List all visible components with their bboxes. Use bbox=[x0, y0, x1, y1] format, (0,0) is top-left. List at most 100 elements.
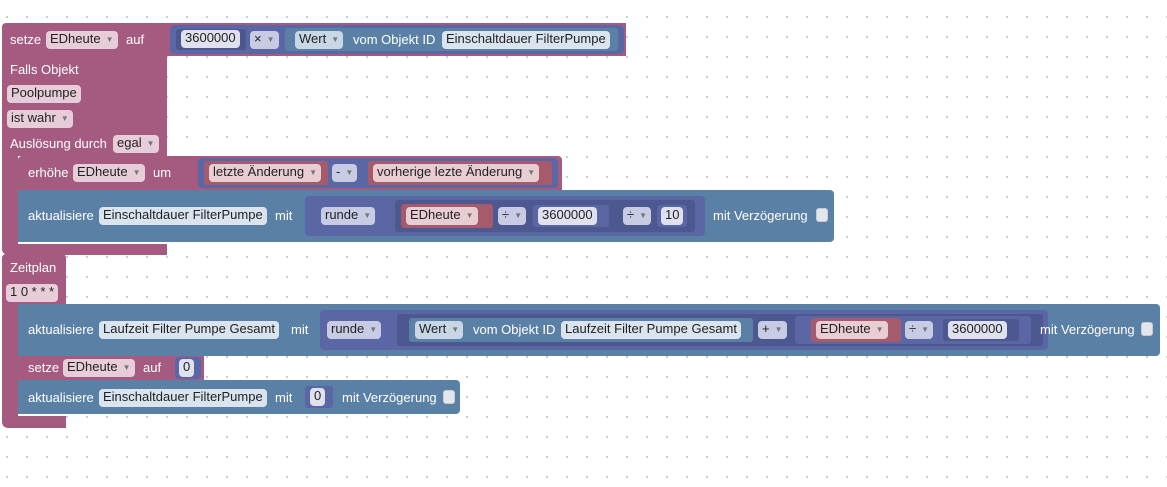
delay-checkbox[interactable] bbox=[816, 208, 828, 222]
edheute-dropdown[interactable]: EDheute▼ bbox=[406, 207, 478, 225]
subtraction-block[interactable]: letzte Änderung▼ -▼ vorherige lezte Ände… bbox=[198, 158, 558, 188]
prev-change-dropdown[interactable]: vorherige lezte Änderung▼ bbox=[373, 164, 540, 182]
get-object-block[interactable]: Wert▼ vom Objekt ID Laufzeit Filter Pump… bbox=[409, 318, 753, 342]
from-object-label: vom Objekt ID bbox=[353, 32, 436, 47]
delay-label: mit Verzögerung bbox=[713, 208, 808, 223]
chevron-down-icon: ▼ bbox=[875, 325, 884, 334]
variable-block[interactable]: EDheute▼ bbox=[401, 204, 493, 228]
chevron-down-icon: ▼ bbox=[132, 168, 141, 177]
to-label: auf bbox=[143, 360, 162, 375]
update-label: aktualisiere bbox=[28, 390, 94, 405]
update-state-block[interactable]: aktualisiere Einschaltdauer FilterPumpe … bbox=[18, 190, 834, 242]
number-field[interactable]: 3600000 bbox=[538, 207, 597, 225]
round-block[interactable]: runde▼ Wert▼ vom Objekt ID Laufzeit Filt… bbox=[320, 310, 1048, 350]
update-runtime-block[interactable]: aktualisiere Laufzeit Filter Pumpe Gesam… bbox=[18, 304, 1160, 356]
round-dropdown[interactable]: runde▼ bbox=[327, 321, 382, 339]
increment-block[interactable]: erhöhe EDheute▼ um letzte Änderung▼ -▼ v… bbox=[18, 156, 562, 190]
attribute-dropdown[interactable]: Wert▼ bbox=[415, 321, 464, 339]
chevron-down-icon: ▼ bbox=[921, 325, 930, 334]
variable-dropdown[interactable]: EDheute▼ bbox=[46, 31, 118, 49]
chevron-down-icon: ▼ bbox=[363, 211, 372, 220]
chevron-down-icon: ▼ bbox=[514, 211, 523, 220]
trigger-title: Falls Objekt bbox=[10, 62, 79, 77]
to-label: auf bbox=[126, 32, 145, 47]
chevron-down-icon: ▼ bbox=[527, 168, 536, 177]
schedule-block[interactable]: Zeitplan 1 0 * * * bbox=[2, 254, 66, 304]
set-variable-block[interactable]: setze EDheute▼ auf 3600000 ×▼ Wert▼ vom … bbox=[2, 23, 626, 56]
number-block-zero[interactable]: 0 bbox=[175, 357, 201, 379]
by-label: um bbox=[153, 165, 172, 180]
from-object-label: vom Objekt ID bbox=[473, 322, 556, 337]
chevron-down-icon: ▼ bbox=[369, 325, 378, 334]
object-field[interactable]: Poolpumpe bbox=[7, 85, 81, 103]
set-label: setze bbox=[10, 32, 42, 47]
with-label: mit bbox=[291, 322, 309, 337]
last-change-block[interactable]: letzte Änderung▼ bbox=[204, 161, 328, 185]
arithmetic-block[interactable]: 3600000 ×▼ Wert▼ vom Objekt ID Einschalt… bbox=[170, 25, 624, 54]
plus-dropdown[interactable]: +▼ bbox=[758, 321, 787, 339]
object-id-field[interactable]: Einschaltdauer FilterPumpe bbox=[442, 31, 610, 49]
trigger-dropdown[interactable]: egal▼ bbox=[113, 135, 159, 153]
chevron-down-icon: ▼ bbox=[465, 211, 474, 220]
object-id-field[interactable]: Laufzeit Filter Pumpe Gesamt bbox=[561, 321, 741, 339]
round-block[interactable]: runde▼ EDheute▼ ÷▼ 3600000 ÷▼ 10 bbox=[305, 196, 705, 236]
variable-dropdown[interactable]: EDheute▼ bbox=[63, 359, 135, 377]
minus-dropdown[interactable]: -▼ bbox=[332, 164, 358, 182]
chevron-down-icon: ▼ bbox=[105, 35, 114, 44]
number-block[interactable]: 3600000 bbox=[943, 319, 1019, 341]
number-field[interactable]: 3600000 bbox=[948, 321, 1007, 339]
schedule-rail bbox=[2, 304, 18, 416]
chevron-down-icon: ▼ bbox=[146, 139, 155, 148]
division-block[interactable]: EDheute▼ ÷▼ 3600000 bbox=[795, 316, 1031, 344]
with-label: mit bbox=[275, 390, 293, 405]
trigger-label: Auslösung durch bbox=[10, 136, 107, 151]
variable-block[interactable]: EDheute▼ bbox=[811, 318, 901, 342]
chevron-down-icon: ▼ bbox=[451, 325, 460, 334]
last-change-dropdown[interactable]: letzte Änderung▼ bbox=[209, 164, 321, 182]
increment-variable-dropdown[interactable]: EDheute▼ bbox=[73, 164, 145, 182]
update-object-field[interactable]: Einschaltdauer FilterPumpe bbox=[99, 207, 267, 225]
set-variable-zero-block[interactable]: setze EDheute▼ auf 0 bbox=[18, 356, 204, 380]
trigger-bottom bbox=[2, 244, 167, 255]
schedule-title: Zeitplan bbox=[10, 260, 57, 275]
edheute-dropdown[interactable]: EDheute▼ bbox=[816, 321, 888, 339]
update-object-field[interactable]: Laufzeit Filter Pumpe Gesamt bbox=[99, 321, 279, 339]
chevron-down-icon: ▼ bbox=[331, 35, 340, 44]
trigger-block[interactable]: Falls Objekt Poolpumpe ist wahr▼ Auslösu… bbox=[2, 56, 167, 156]
schedule-bottom bbox=[2, 416, 66, 428]
number-block-zero[interactable]: 0 bbox=[305, 386, 333, 408]
chevron-down-icon: ▼ bbox=[639, 211, 648, 220]
divide-dropdown-2[interactable]: ÷▼ bbox=[623, 207, 652, 225]
number-block[interactable]: 3600000 bbox=[176, 29, 246, 50]
division-outer-block[interactable]: EDheute▼ ÷▼ 3600000 ÷▼ 10 bbox=[395, 200, 695, 232]
delay-label: mit Verzögerung bbox=[342, 390, 437, 405]
number-field[interactable]: 3600000 bbox=[181, 30, 240, 48]
delay-checkbox[interactable] bbox=[443, 390, 455, 404]
update-reset-block[interactable]: aktualisiere Einschaltdauer FilterPumpe … bbox=[18, 380, 460, 414]
set-label: setze bbox=[28, 360, 60, 375]
divide-dropdown-1[interactable]: ÷▼ bbox=[498, 207, 527, 225]
chevron-down-icon: ▼ bbox=[60, 114, 69, 123]
round-dropdown[interactable]: runde▼ bbox=[321, 207, 376, 225]
attribute-dropdown[interactable]: Wert▼ bbox=[295, 31, 344, 49]
ten-field[interactable]: 10 bbox=[661, 207, 684, 225]
chevron-down-icon: ▼ bbox=[345, 168, 354, 177]
zero-field[interactable]: 0 bbox=[310, 388, 326, 406]
update-object-field[interactable]: Einschaltdauer FilterPumpe bbox=[99, 389, 267, 407]
get-object-block[interactable]: Wert▼ vom Objekt ID Einschaltdauer Filte… bbox=[285, 28, 618, 51]
chevron-down-icon: ▼ bbox=[309, 168, 317, 177]
with-label: mit bbox=[275, 208, 293, 223]
number-block[interactable]: 3600000 bbox=[533, 205, 609, 227]
delay-checkbox[interactable] bbox=[1141, 322, 1153, 336]
cron-field[interactable]: 1 0 * * * bbox=[6, 284, 59, 302]
zero-field[interactable]: 0 bbox=[179, 359, 195, 377]
divide-dropdown[interactable]: ÷▼ bbox=[905, 321, 934, 339]
prev-change-block[interactable]: vorherige lezte Änderung▼ bbox=[368, 161, 552, 185]
condition-dropdown[interactable]: ist wahr▼ bbox=[7, 110, 73, 128]
operator-dropdown[interactable]: ×▼ bbox=[250, 31, 279, 49]
delay-label: mit Verzögerung bbox=[1040, 322, 1135, 337]
number-block-ten[interactable]: 10 bbox=[657, 205, 687, 227]
update-label: aktualisiere bbox=[28, 322, 94, 337]
chevron-down-icon: ▼ bbox=[122, 363, 131, 372]
addition-block[interactable]: Wert▼ vom Objekt ID Laufzeit Filter Pump… bbox=[397, 314, 1043, 346]
